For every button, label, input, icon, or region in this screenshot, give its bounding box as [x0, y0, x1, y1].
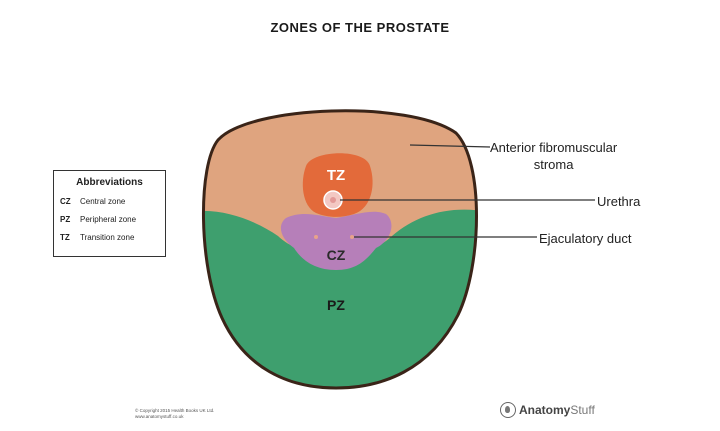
legend-code: TZ — [60, 233, 70, 242]
abbreviations-heading: Abbreviations — [76, 177, 143, 188]
label-urethra: Urethra — [597, 194, 641, 209]
legend-text: Peripheral zone — [80, 215, 137, 224]
copyright-notice: © Copyright 2015 Health Books UK Ltd. ww… — [135, 408, 214, 420]
legend-row-cz: CZ Central zone — [60, 193, 159, 211]
abbreviations-legend: Abbreviations CZ Central zone PZ Periphera… — [53, 170, 166, 257]
diagram-title: ZONES OF THE PROSTATE — [270, 20, 450, 35]
ejaculatory-duct-right — [350, 235, 354, 239]
website-line: www.anatomystuff.co.uk — [135, 414, 184, 419]
logo-text-anatomy: Anatomy — [519, 403, 571, 417]
legend-text: Transition zone — [80, 233, 135, 242]
zone-label-pz: PZ — [327, 297, 345, 313]
label-anterior-fibromuscular-stroma: Anterior fibromuscular stroma — [490, 139, 617, 173]
stroma-leader-line — [409, 144, 491, 148]
logo-text-stuff: Stuff — [570, 403, 595, 417]
peripheral-zone — [203, 209, 477, 388]
legend-row-tz: TZ Transition zone — [60, 229, 159, 247]
ejaculatory-duct-left — [314, 235, 318, 239]
zone-label-cz: CZ — [327, 247, 346, 263]
legend-text: Central zone — [80, 197, 126, 206]
central-zone — [280, 211, 392, 270]
legend-row-pz: PZ Peripheral zone — [60, 211, 159, 229]
zone-label-tz: TZ — [327, 167, 345, 184]
copyright-line: © Copyright 2015 Health Books UK Ltd. — [135, 408, 215, 413]
urethra-lumen — [330, 197, 336, 203]
label-stroma-line2: stroma — [533, 157, 574, 172]
head-silhouette-icon — [500, 402, 516, 418]
transition-zone — [302, 153, 373, 217]
gland-outline — [202, 109, 478, 390]
label-stroma-line1: Anterior fibromuscular — [490, 140, 618, 155]
legend-code: PZ — [60, 215, 71, 224]
label-ejaculatory-duct: Ejaculatory duct — [539, 231, 632, 246]
legend-code: CZ — [60, 197, 71, 206]
